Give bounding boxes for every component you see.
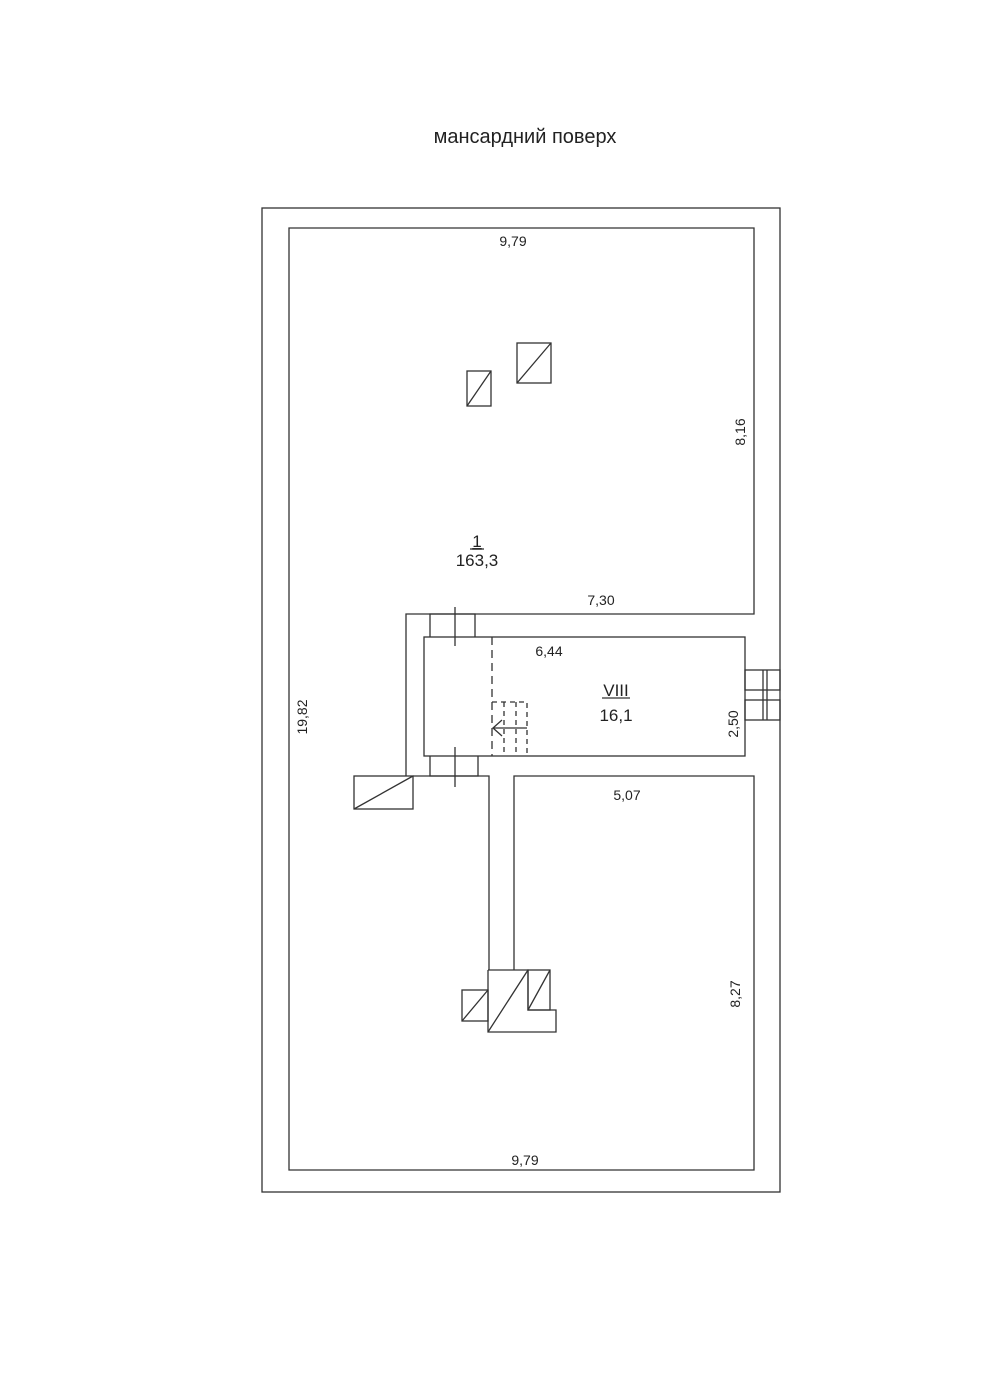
dim-top: 9,79 bbox=[499, 233, 526, 249]
corridor-wall bbox=[413, 775, 490, 970]
door-bottom bbox=[429, 756, 479, 777]
room-viii-outline bbox=[423, 636, 746, 757]
dim-inner-lower: 5,07 bbox=[613, 787, 640, 803]
room-viii-area: 16,1 bbox=[599, 706, 632, 725]
dim-right-upper: 8,16 bbox=[732, 418, 748, 445]
room-viii-number: VIII bbox=[603, 681, 629, 700]
window-right bbox=[744, 669, 781, 721]
dim-left-total: 19,82 bbox=[294, 699, 310, 734]
dim-inner-upper: 7,30 bbox=[587, 592, 614, 608]
outer-wall bbox=[261, 207, 781, 1193]
dim-room-viii-length: 6,44 bbox=[535, 643, 562, 659]
inner-wall-outline bbox=[288, 227, 755, 1171]
room-1-area: 163,3 bbox=[456, 551, 499, 570]
room-1-number: 1 bbox=[472, 532, 481, 551]
dim-right-lower: 8,27 bbox=[727, 980, 743, 1007]
plan-title: мансардний поверх bbox=[434, 126, 617, 148]
stairs-arrow-icon bbox=[492, 719, 527, 737]
dim-room-viii-width: 2,50 bbox=[725, 710, 741, 737]
stairs-icon bbox=[492, 701, 528, 756]
chimney-icon bbox=[353, 342, 557, 1033]
door-top bbox=[429, 613, 476, 637]
dim-bottom: 9,79 bbox=[511, 1152, 538, 1168]
